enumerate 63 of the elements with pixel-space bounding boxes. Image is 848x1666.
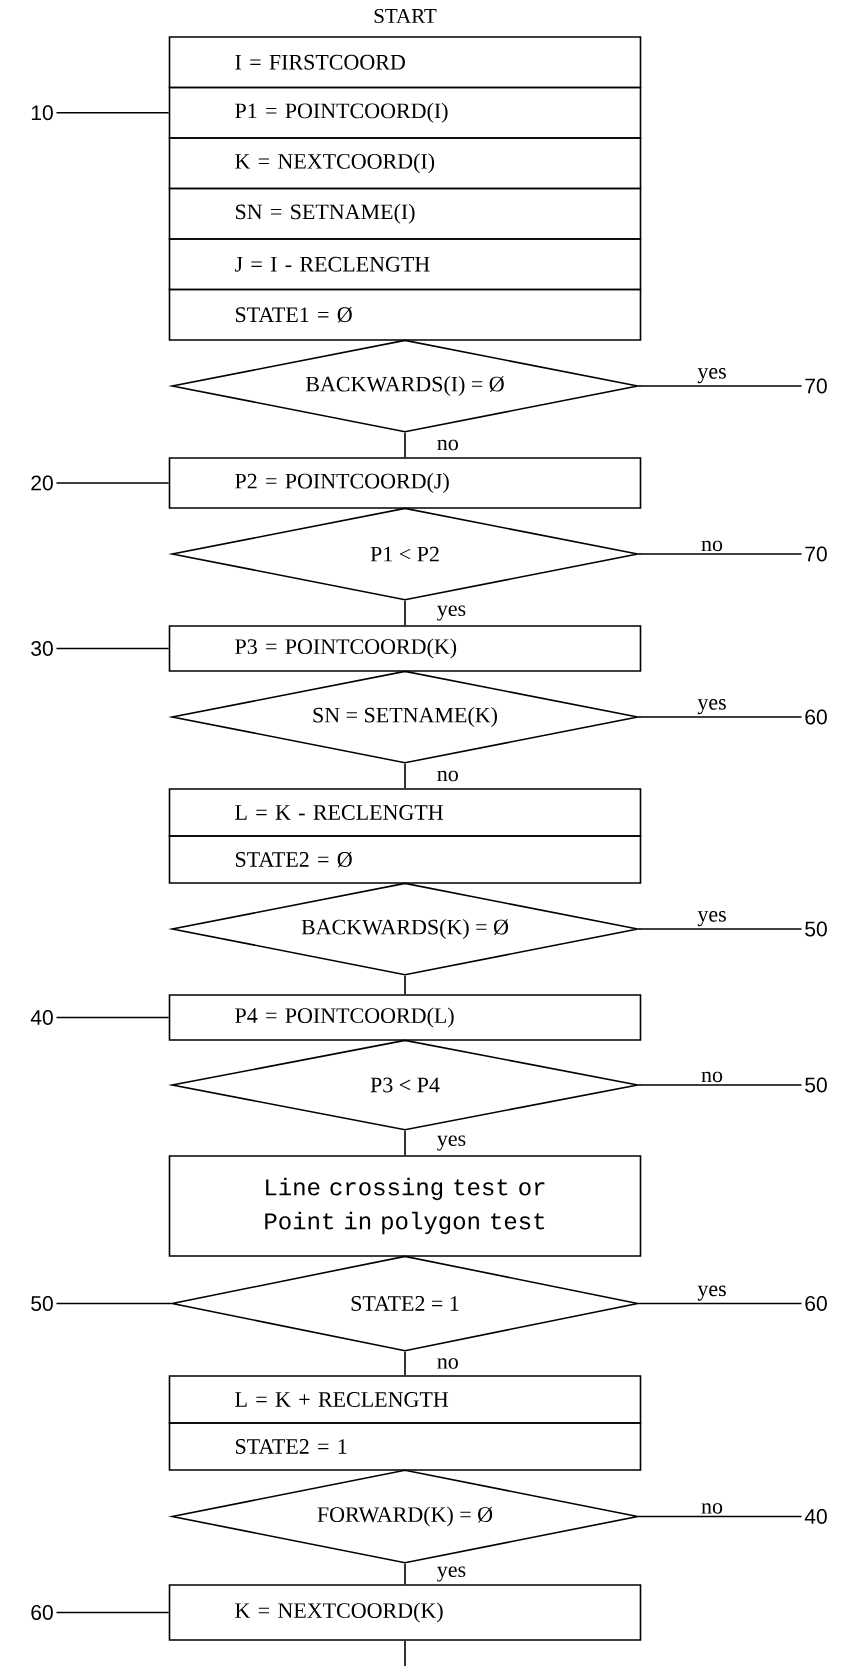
process-box: L = K - RECLENGTH [168, 788, 642, 837]
process-box: P1 = POINTCOORD(I) [168, 86, 642, 139]
process-box: STATE2 = Ø [168, 835, 642, 884]
process-box: K = NEXTCOORD(K) [168, 1584, 642, 1641]
edge-label: no [435, 1357, 460, 1370]
edge-label: yes [435, 1134, 468, 1152]
connector-number: 50 [805, 1077, 827, 1093]
edge-label: yes [435, 604, 468, 622]
edge-label: yes [696, 367, 728, 385]
process-box: STATE1 = Ø [168, 288, 642, 341]
connector-line [55, 111, 170, 114]
edge-label: no [700, 1502, 724, 1515]
connector-line [638, 1515, 803, 1518]
connector-number: 40 [804, 1509, 827, 1524]
connector-number: 50 [31, 1296, 53, 1311]
edge-label: yes [696, 698, 728, 716]
connector-line [638, 385, 803, 387]
edge-label: yes [435, 1565, 468, 1583]
connector-line [638, 928, 803, 930]
process-box: P2 = POINTCOORD(J) [168, 457, 642, 509]
connector-line [404, 1130, 406, 1156]
connector-line [55, 1302, 172, 1305]
process-box: P4 = POINTCOORD(L) [168, 994, 642, 1041]
process-box: L = K + RECLENGTH [168, 1375, 642, 1424]
edge-label: no [700, 1070, 724, 1084]
connector-number: 60 [805, 709, 827, 725]
connector-line [55, 1611, 170, 1614]
connector-line [638, 1084, 803, 1086]
connector-line [404, 975, 406, 995]
connector-line [404, 763, 406, 789]
process-box: K = NEXTCOORD(I) [168, 137, 642, 190]
connector-line [55, 647, 170, 650]
connector-line [404, 1640, 406, 1666]
connector-number: 40 [30, 1010, 53, 1025]
connector-number: 60 [805, 1296, 827, 1311]
connector-line [638, 1302, 803, 1305]
process-box: I = FIRSTCOORD [168, 36, 642, 89]
process-box: J = I - RECLENGTH [168, 238, 642, 291]
connector-number: 20 [31, 475, 53, 491]
connector-number: 30 [31, 641, 53, 656]
connector-line [638, 553, 803, 555]
edge-label: no [435, 438, 460, 452]
edge-label: no [700, 539, 724, 553]
connector-line [404, 1563, 406, 1585]
connector-number: 70 [805, 546, 827, 562]
edge-label: yes [696, 1284, 728, 1302]
connector-number: 50 [805, 921, 827, 937]
connector-number: 70 [805, 378, 827, 394]
start-label: START [374, 8, 437, 24]
connector-line [404, 1351, 406, 1376]
process-box: Line crossing test or Point in polygon test [168, 1155, 642, 1257]
process-box: STATE2 = 1 [168, 1422, 642, 1471]
connector-number: 60 [31, 1605, 53, 1620]
process-box: SN = SETNAME(I) [168, 187, 642, 240]
connector-line [404, 432, 406, 458]
process-box: P3 = POINTCOORD(K) [168, 625, 642, 672]
edge-label: no [435, 769, 460, 783]
edge-label: yes [696, 910, 728, 928]
connector-line [55, 1016, 170, 1019]
connector-line [404, 600, 406, 626]
connector-number: 10 [31, 105, 53, 121]
connector-line [55, 482, 170, 484]
connector-line [638, 716, 803, 718]
